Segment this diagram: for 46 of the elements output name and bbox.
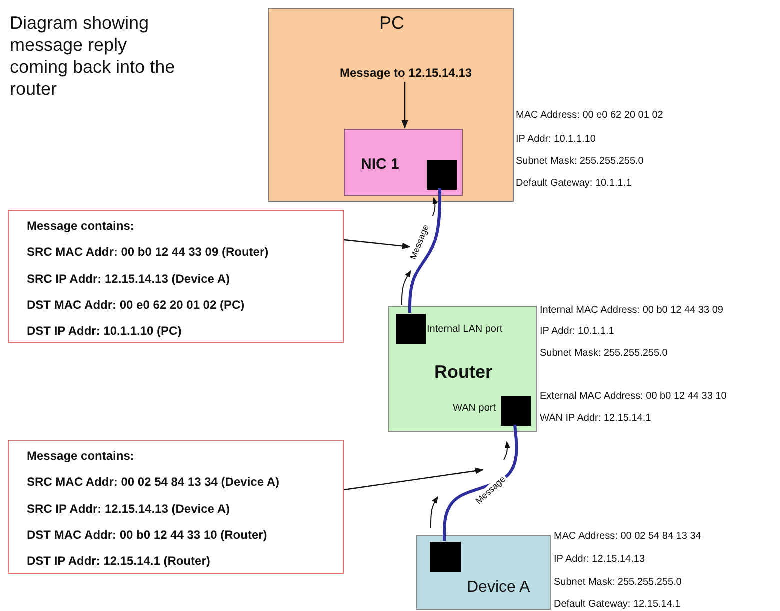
device-title: PC bbox=[378, 13, 406, 34]
port-square bbox=[396, 314, 426, 344]
panel-heading: Message contains: bbox=[27, 449, 134, 463]
address-info: IP Addr: 10.1.1.10 bbox=[516, 134, 596, 145]
device-title: Router bbox=[434, 362, 494, 383]
device-box bbox=[416, 535, 551, 610]
address-info: IP Addr: 10.1.1.1 bbox=[540, 326, 614, 337]
device-title: NIC 1 bbox=[361, 156, 400, 173]
port-label: Internal LAN port bbox=[427, 324, 503, 335]
address-line: SRC IP Addr: 12.15.14.13 (Device A) bbox=[27, 502, 230, 516]
address-line: DST MAC Addr: 00 b0 12 44 33 10 (Router) bbox=[27, 528, 268, 542]
message-panel bbox=[8, 440, 344, 574]
network-cable bbox=[408, 188, 442, 313]
address-line: SRC IP Addr: 12.15.14.13 (Device A) bbox=[27, 272, 230, 286]
arrow bbox=[402, 82, 408, 129]
address-line: SRC MAC Addr: 00 b0 12 44 33 09 (Router) bbox=[27, 245, 269, 260]
device-title: Device A bbox=[467, 579, 532, 597]
port-square bbox=[427, 160, 457, 190]
address-line: DST IP Addr: 12.15.14.1 (Router) bbox=[27, 554, 210, 568]
address-line: DST MAC Addr: 00 e0 62 20 01 02 (PC) bbox=[27, 298, 245, 312]
network-card-box bbox=[344, 129, 463, 196]
address-info: MAC Address: 00 e0 62 20 01 02 bbox=[516, 110, 664, 121]
address-info: Default Gateway: 12.15.14.1 bbox=[554, 599, 681, 610]
address-info: IP Addr: 12.15.14.13 bbox=[554, 554, 646, 565]
address-info: MAC Address: 00 02 54 84 13 34 bbox=[554, 531, 702, 542]
router-box bbox=[388, 306, 537, 432]
arrow bbox=[344, 468, 484, 491]
port-square bbox=[430, 542, 461, 572]
port-square bbox=[501, 396, 531, 426]
message-panel bbox=[8, 210, 344, 343]
address-info: WAN IP Addr: 12.15.14.1 bbox=[540, 413, 652, 424]
message-text: Message to 12.15.14.13 bbox=[338, 66, 474, 80]
panel-heading: Message contains: bbox=[27, 219, 134, 233]
address-info: Subnet Mask: 255.255.255.0 bbox=[516, 156, 644, 167]
network-cable bbox=[443, 424, 518, 541]
address-info: Internal MAC Address: 00 b0 12 44 33 09 bbox=[540, 305, 724, 316]
port-label: WAN port bbox=[452, 403, 496, 414]
address-info: Subnet Mask: 255.255.255.0 bbox=[554, 577, 682, 588]
arrow bbox=[344, 239, 411, 250]
address-info: Default Gateway: 10.1.1.1 bbox=[516, 178, 632, 189]
computer-box bbox=[268, 8, 514, 202]
diagram-title: Diagram showing message reply coming back into the router bbox=[10, 12, 176, 100]
address-line: SRC MAC Addr: 00 02 54 84 13 34 (Device A) bbox=[27, 475, 280, 490]
address-line: DST IP Addr: 10.1.1.10 (PC) bbox=[27, 324, 182, 338]
address-info: External MAC Address: 00 b0 12 44 33 10 bbox=[540, 391, 727, 402]
address-info: Subnet Mask: 255.255.255.0 bbox=[540, 348, 668, 359]
